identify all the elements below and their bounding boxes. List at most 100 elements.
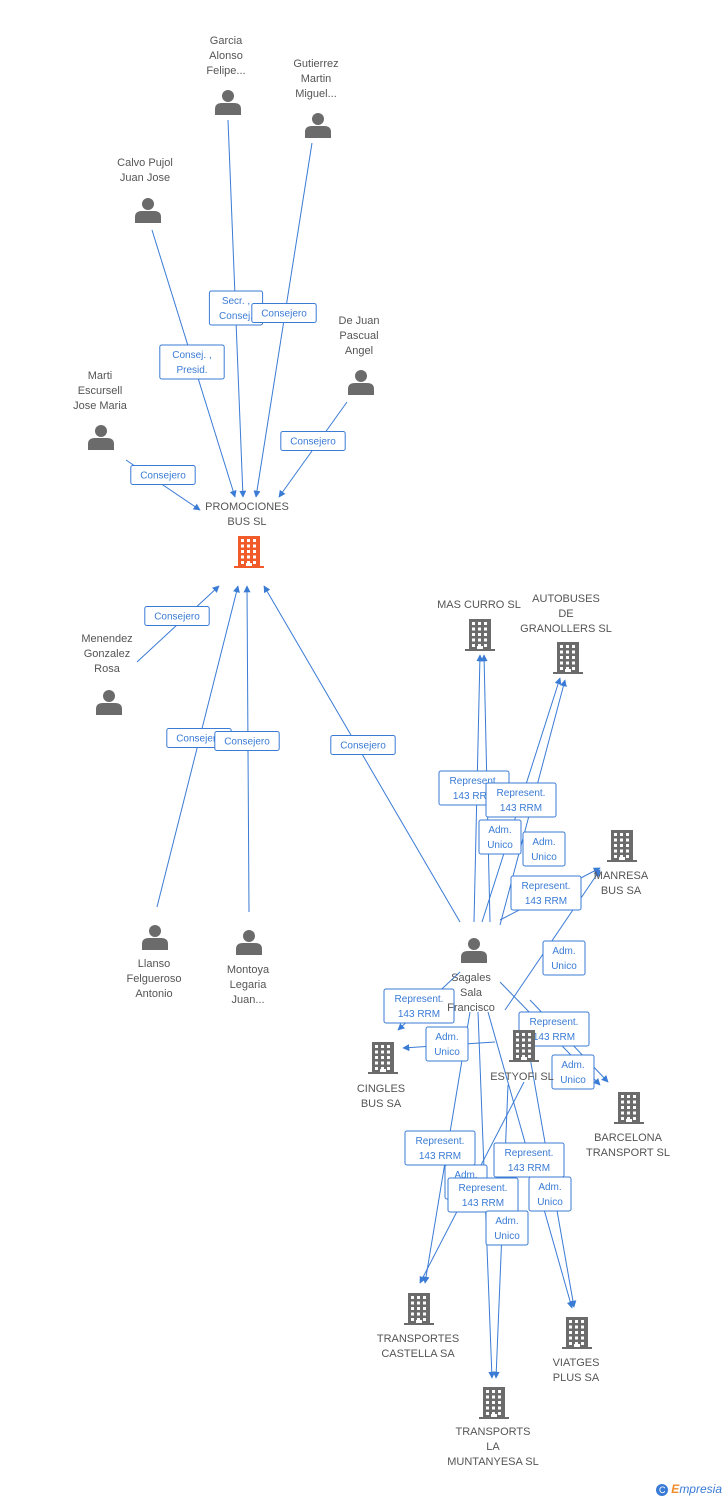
edge-label[interactable]: Adm.Unico — [425, 1026, 469, 1062]
edge-label[interactable]: Adm.Unico — [485, 1210, 529, 1246]
edge-label[interactable]: Represent.143 RRM — [510, 875, 582, 911]
copyright-icon: C — [656, 1483, 669, 1496]
edge-label-box — [542, 940, 586, 976]
node-label: Garcia — [210, 35, 243, 47]
edge-label[interactable]: Consejero — [214, 731, 280, 751]
edge-label-box — [330, 735, 396, 755]
edge-label-text: Adm. — [488, 825, 511, 836]
node-mascurro[interactable]: MAS CURRO SL — [437, 599, 521, 651]
node-label: TRANSPORT SL — [586, 1147, 670, 1159]
person-icon — [142, 925, 168, 950]
building-icon — [562, 1317, 592, 1349]
building-icon — [234, 536, 264, 568]
edge-label-text: 143 RRM — [500, 803, 542, 814]
edge-label[interactable]: Consejero — [144, 606, 210, 626]
edge-label[interactable]: Consej. ,Presid. — [159, 344, 225, 380]
node-label: Miguel... — [295, 88, 337, 100]
node-label: PROMOCIONES — [205, 501, 289, 513]
brand-initial: E — [671, 1482, 680, 1496]
node-label: Juan... — [231, 994, 264, 1006]
edge-sagales-to-manresa — [504, 869, 601, 1011]
person-icon — [215, 90, 241, 115]
edge-label-text: Adm. — [552, 946, 575, 957]
edge-label-box — [551, 1054, 595, 1090]
node-label: Gutierrez — [293, 58, 338, 70]
building-icon — [368, 1042, 398, 1074]
edge-label[interactable]: Consejero — [330, 735, 396, 755]
node-label: ESTYOFI SL — [490, 1071, 554, 1083]
node-montoya[interactable]: MontoyaLegariaJuan... — [227, 930, 270, 1006]
node-label: Martin — [301, 73, 332, 85]
edge-label[interactable]: Adm. Unico — [478, 819, 522, 855]
edge-label-text: Secr. , — [222, 296, 250, 307]
edge-label-box — [493, 1142, 565, 1178]
edge-label[interactable]: Consejero — [280, 431, 346, 451]
edge-label-text: Unico — [487, 840, 513, 851]
node-label: Francisco — [447, 1002, 495, 1014]
node-gutierrez[interactable]: GutierrezMartinMiguel... — [293, 58, 339, 138]
node-promociones[interactable]: PROMOCIONES BUS SL — [205, 501, 289, 568]
node-label: AUTOBUSES — [532, 593, 600, 605]
edge-label-text: Consejero — [224, 737, 270, 748]
node-label: Pascual — [339, 330, 378, 342]
edge-label-text: Unico — [560, 1075, 586, 1086]
node-label: Legaria — [230, 979, 268, 991]
edge-label[interactable]: Represent. 143 RRM — [518, 1011, 590, 1047]
edge-label-text: Consejero — [340, 741, 386, 752]
person-icon — [96, 690, 122, 715]
building-icon — [553, 642, 583, 674]
node-label: BUS SA — [361, 1098, 402, 1110]
node-label: MAS CURRO SL — [437, 599, 521, 611]
node-label: MUNTANYESA SL — [447, 1456, 539, 1468]
edge-label-text: Consejero — [140, 471, 186, 482]
node-estyofi[interactable]: ESTYOFI SL — [490, 1030, 554, 1083]
edge-label-text: Adm. — [538, 1182, 561, 1193]
edge-label[interactable]: Adm. Unico — [551, 1054, 595, 1090]
edge-label[interactable]: Adm.Unico — [542, 940, 586, 976]
edge-label[interactable]: Represent.143 RRM — [447, 1177, 519, 1213]
node-label: Sagales — [451, 972, 491, 984]
edge-label[interactable]: Consejero — [251, 303, 317, 323]
node-label: BUS SA — [601, 885, 642, 897]
edge-label[interactable]: Represent.143 RRM — [404, 1130, 476, 1166]
node-garcia[interactable]: GarciaAlonsoFelipe... — [206, 35, 246, 115]
node-label: Felgueroso — [126, 973, 181, 985]
node-label: TRANSPORTES — [377, 1333, 459, 1345]
node-label: BUS SL — [227, 516, 266, 528]
edge-label-text: 143 RRM — [533, 1032, 575, 1043]
edge-label-text: Adm. — [561, 1060, 584, 1071]
edge-label[interactable]: Consejero — [130, 465, 196, 485]
edge-label-text: Represent. — [416, 1136, 465, 1147]
edge-label-text: Consejero — [176, 734, 222, 745]
edge-label-text: 143 RRM — [453, 791, 495, 802]
edge-label[interactable]: Represent.143 RRM — [485, 782, 557, 818]
edge-label-text: Represent. — [530, 1017, 579, 1028]
edge-label-text: Represent. — [395, 994, 444, 1005]
node-label: PLUS SA — [553, 1372, 600, 1384]
edge-label-text: Consejero — [261, 309, 307, 320]
node-label: Menendez — [81, 633, 132, 645]
edge-label[interactable]: Represent.143 RRM — [493, 1142, 565, 1178]
edge-label[interactable]: Represent.143 RRM — [383, 988, 455, 1024]
edge-label[interactable]: Adm.Unico — [522, 831, 566, 867]
edge-label-box — [144, 606, 210, 626]
building-icon — [614, 1092, 644, 1124]
node-label: Alonso — [209, 50, 243, 62]
edge-label-text: Consej. — [219, 311, 253, 322]
edge-label[interactable]: Adm.Unico — [528, 1176, 572, 1212]
